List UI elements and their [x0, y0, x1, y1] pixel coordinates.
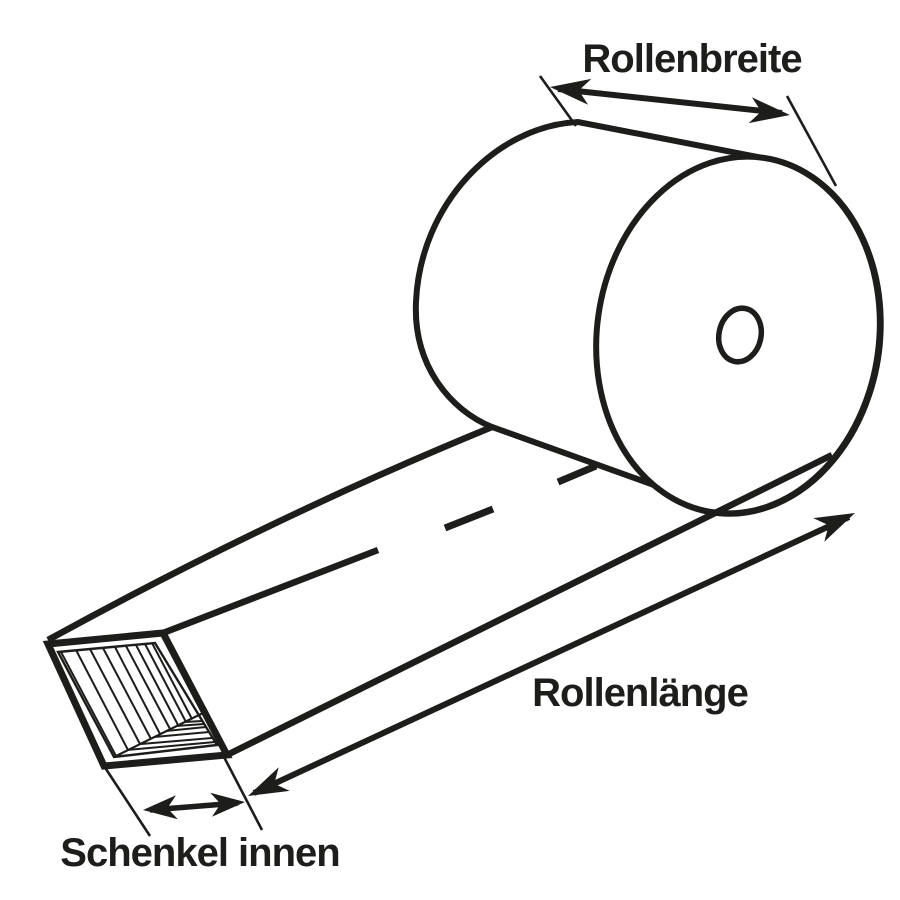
strip-fold-line-solid [161, 546, 380, 637]
roll-length-arrow-line [252, 514, 851, 796]
profile-cross-section [42, 629, 233, 770]
roll-cylinder [412, 118, 884, 517]
roll-length-arrowhead-left-icon [248, 767, 290, 796]
profile-outer-border [42, 629, 233, 770]
roll-width-label: Rollenbreite [582, 37, 801, 81]
leg-inner-label: Schenkel innen [60, 831, 339, 875]
roll-core-hole [715, 305, 765, 365]
roll-width-arrowhead-right-icon [748, 97, 790, 124]
strip-fold-line-dashed [443, 462, 598, 532]
roll-length-label: Rollenlänge [532, 671, 748, 715]
roll-width-dimension: Rollenbreite [538, 37, 838, 187]
leg-inner-arrowhead-left-icon [143, 795, 178, 820]
roll-width-arrowhead-left-icon [550, 78, 592, 105]
roll-width-extension-line-left [538, 75, 578, 127]
profile-hatching-left-leg [60, 642, 193, 757]
roll-length-dimension: Rollenlänge [248, 513, 855, 796]
leg-inner-arrowhead-right-icon [210, 792, 245, 817]
strip-near-edge [225, 452, 834, 758]
leg-inner-extension-line-right [222, 756, 264, 831]
unrolled-strip [46, 423, 598, 643]
leg-inner-extension-line-left [102, 765, 152, 837]
roll-width-extension-line-right [785, 95, 838, 187]
strip-far-edge [46, 423, 494, 643]
profile-hatching-bottom-leg [126, 720, 216, 751]
profile-inner-border [56, 641, 219, 759]
roll-length-arrowhead-right-icon [813, 513, 855, 542]
roll-width-arrow-line [557, 86, 783, 116]
leg-inner-dimension: Schenkel innen [60, 756, 341, 875]
